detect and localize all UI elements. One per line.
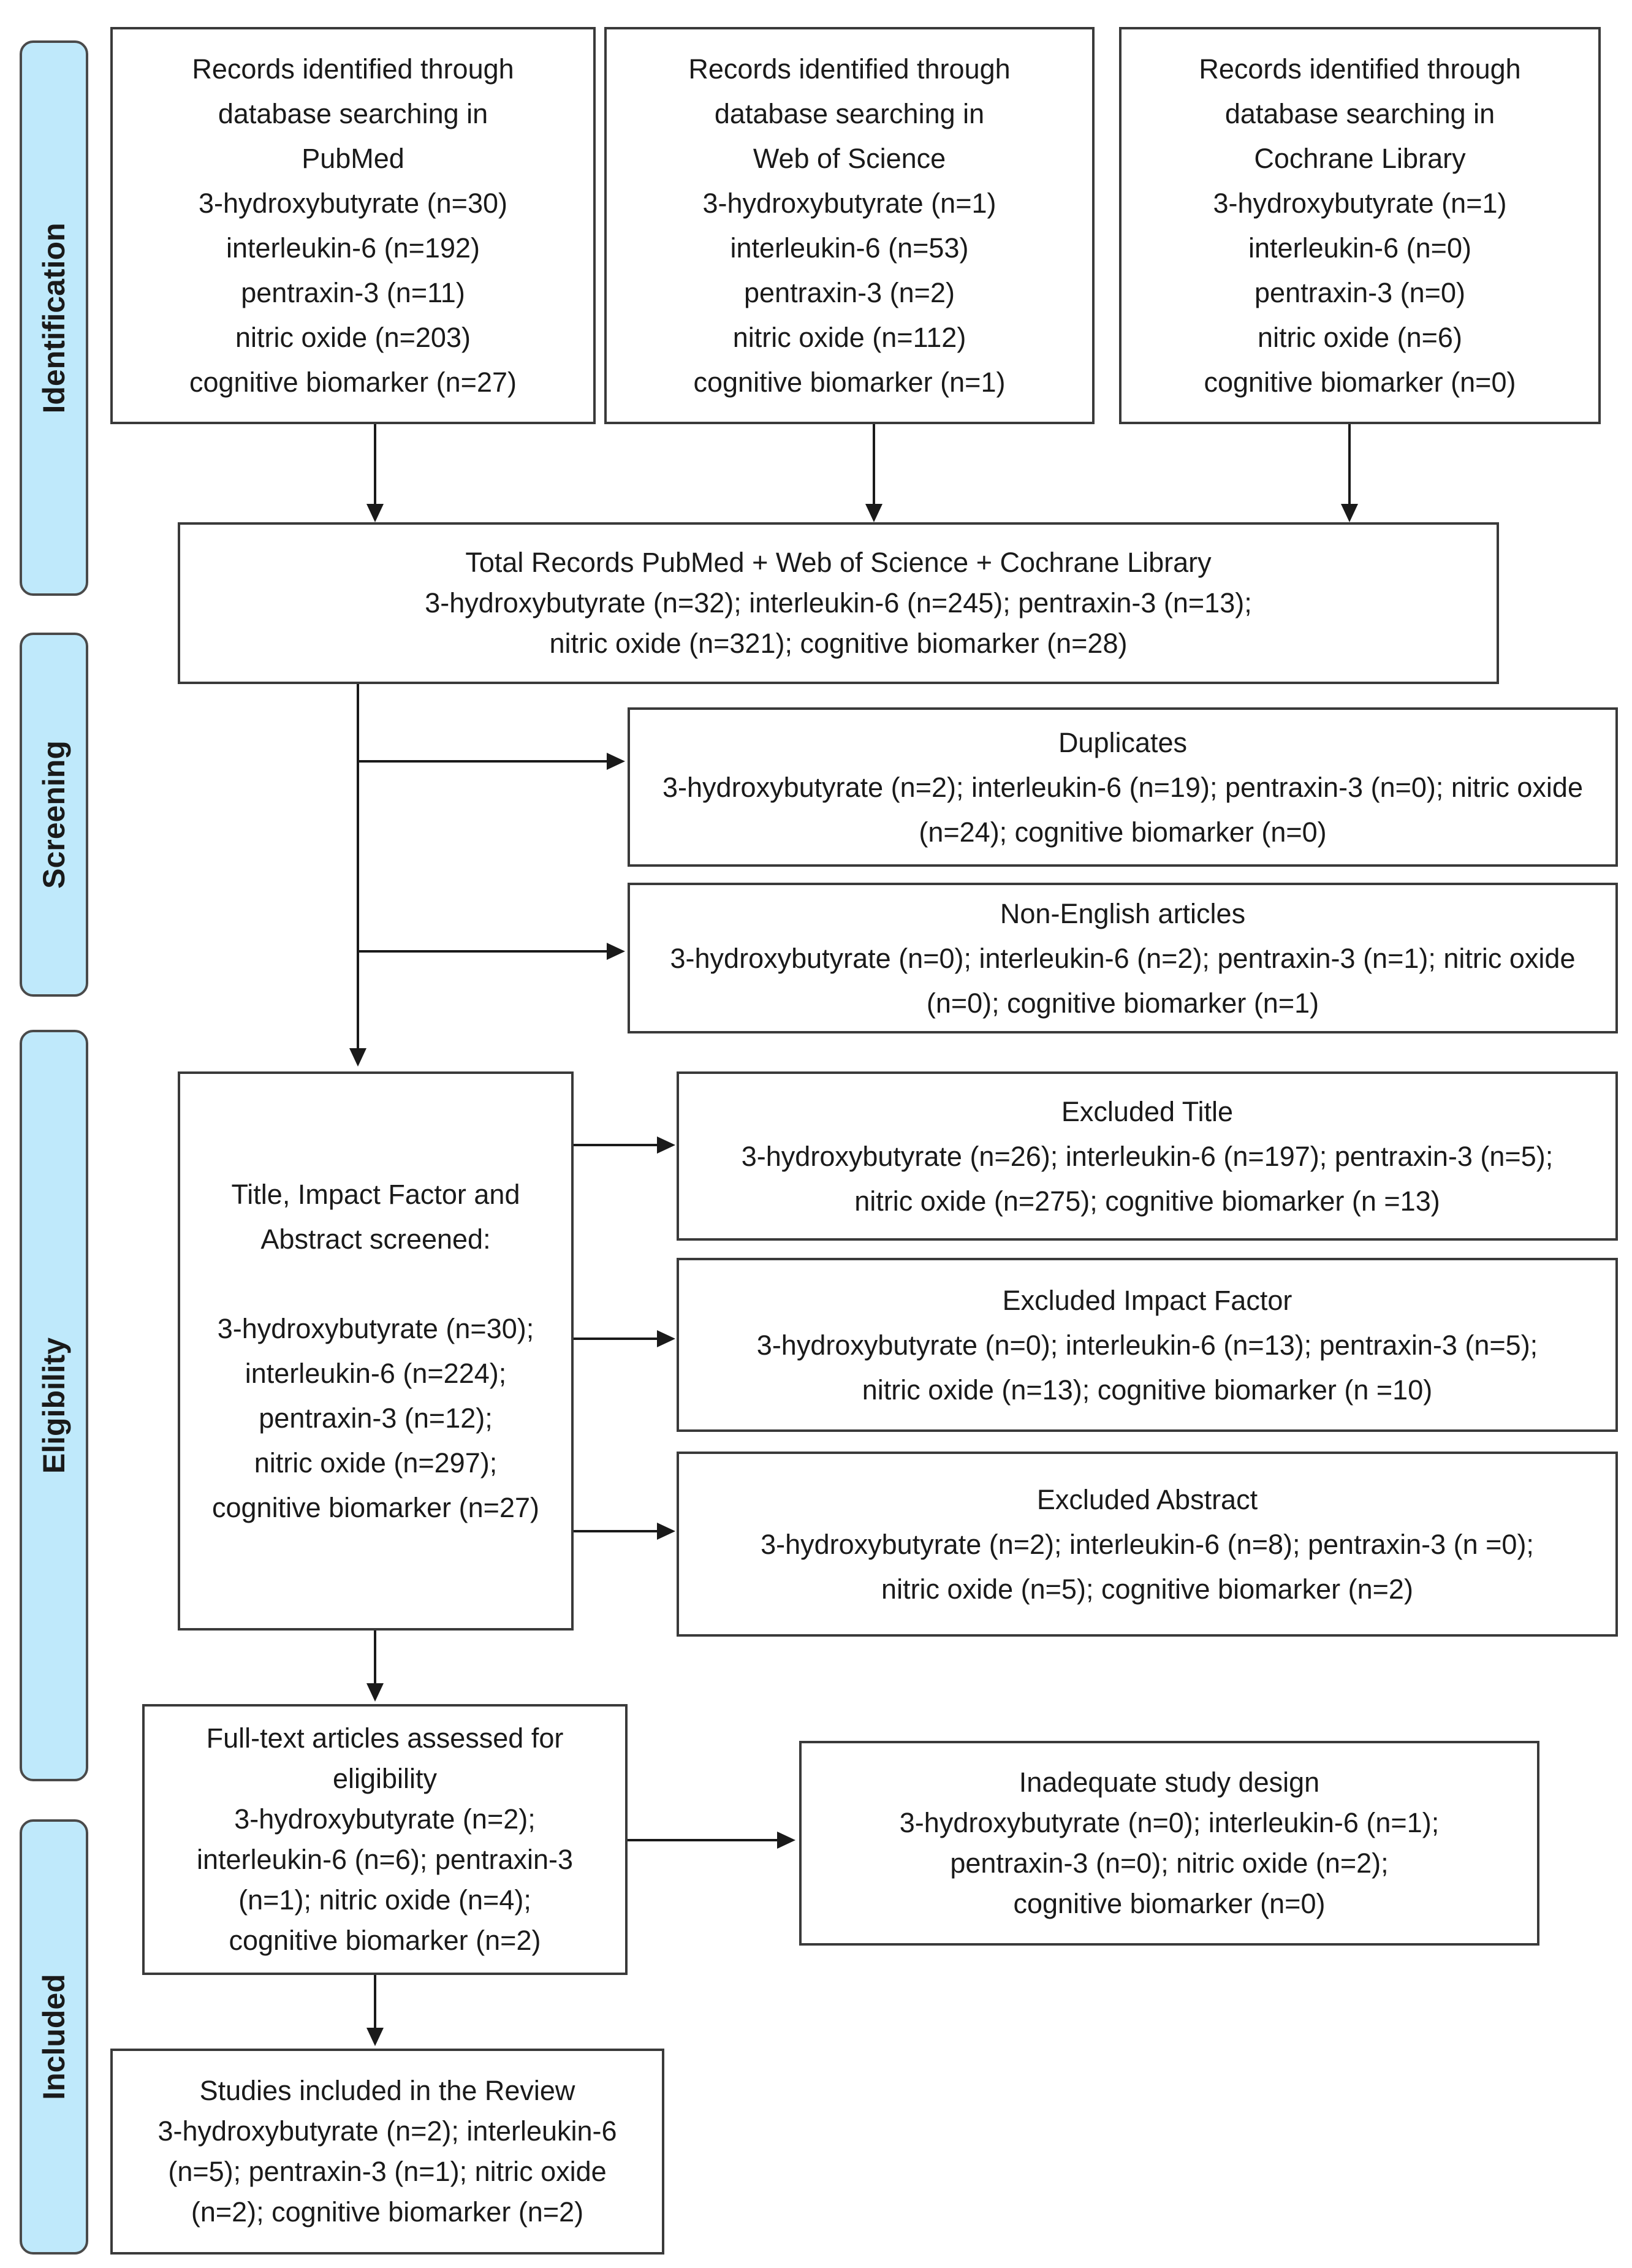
phase-eligibility: Eligibility [20,1030,88,1781]
box-line: database searching in [1224,98,1495,129]
count-line: nitric oxide (n=13); cognitive biomarker… [862,1374,1433,1406]
included-title: Studies included in the Review [199,2075,575,2106]
count-line: 3-hydroxybutyrate (n=30) [198,188,507,219]
count-line: nitric oxide (n=275); cognitive biomarke… [854,1185,1440,1217]
fulltext-title-line: Full-text articles assessed for [206,1722,564,1754]
count-line: interleukin-6 (n=53) [730,232,969,264]
total-title: Total Records PubMed + Web of Science + … [465,547,1212,578]
count-line: interleukin-6 (n=6); pentraxin-3 [196,1844,574,1875]
box-line: PubMed [302,143,404,174]
screened-title-line: Abstract screened: [260,1223,491,1255]
count-line: pentraxin-3 (n=0); nitric oxide (n=2); [950,1848,1389,1879]
duplicates-title: Duplicates [1058,726,1188,758]
phase-screening: Screening [20,633,88,997]
duplicates-counts: 3-hydroxybutyrate (n=2); interleukin-6 (… [662,771,1583,848]
count-line: 3-hydroxybutyrate (n=26); interleukin-6 … [741,1140,1554,1172]
count-line: nitric oxide (n=5); cognitive biomarker … [881,1573,1413,1605]
count-line: 3-hydroxybutyrate (n=1) [1213,188,1507,219]
count-line: interleukin-6 (n=0) [1248,232,1471,264]
non-english-counts: 3-hydroxybutyrate (n=0); interleukin-6 (… [670,942,1576,1019]
included-studies-box: Studies included in the Review 3-hydroxy… [110,2049,664,2255]
box-line: Cochrane Library [1254,143,1466,174]
count-line: nitric oxide (n=112) [732,322,966,353]
inadequate-title: Inadequate study design [1019,1767,1320,1798]
count-line: cognitive biomarker (n=0) [1013,1888,1326,1919]
total-records-box: Total Records PubMed + Web of Science + … [178,522,1499,684]
pubmed-records-box: Records identified through database sear… [110,27,596,424]
count-line: pentraxin-3 (n=12); [259,1402,493,1434]
box-line: Records identified through [688,53,1011,85]
phase-eligibility-label: Eligibility [37,1337,71,1474]
count-line: pentraxin-3 (n=2) [744,277,955,308]
phase-included-label: Included [37,1974,71,2100]
phase-included: Included [20,1819,88,2255]
count-line: 3-hydroxybutyrate (n=1) [702,188,996,219]
non-english-title: Non-English articles [1000,897,1246,929]
excluded-title-box: Excluded Title 3-hydroxybutyrate (n=26);… [677,1071,1618,1241]
screened-title-line: Title, Impact Factor and [231,1179,520,1210]
cochrane-records-box: Records identified through database sear… [1119,27,1601,424]
count-line: pentraxin-3 (n=0) [1254,277,1465,308]
inadequate-design-box: Inadequate study design 3-hydroxybutyrat… [799,1741,1539,1946]
box-line: database searching in [714,98,985,129]
count-line: (n=2); cognitive biomarker (n=2) [191,2196,584,2228]
box-line: Records identified through [192,53,514,85]
excluded-abstract-heading: Excluded Abstract [1036,1483,1258,1515]
screened-box: Title, Impact Factor and Abstract screen… [178,1071,574,1631]
total-counts-line: 3-hydroxybutyrate (n=32); interleukin-6 … [425,587,1252,618]
phase-identification-label: Identification [37,223,71,414]
fulltext-title-line: eligibility [332,1763,438,1794]
non-english-box: Non-English articles 3-hydroxybutyrate (… [628,883,1618,1033]
count-line: pentraxin-3 (n=11) [241,277,465,308]
count-line: cognitive biomarker (n=27) [189,367,517,398]
count-line: 3-hydroxybutyrate (n=2); [234,1803,536,1835]
count-line: nitric oxide (n=6) [1258,322,1462,353]
count-line: (n=5); pentraxin-3 (n=1); nitric oxide [168,2156,607,2187]
excluded-impact-heading: Excluded Impact Factor [1002,1284,1292,1316]
excluded-title-heading: Excluded Title [1061,1095,1234,1127]
wos-records-box: Records identified through database sear… [604,27,1095,424]
count-line: (n=1); nitric oxide (n=4); [238,1884,531,1916]
excluded-impact-box: Excluded Impact Factor 3-hydroxybutyrate… [677,1258,1618,1432]
count-line: 3-hydroxybutyrate (n=2); interleukin-6 [158,2115,617,2147]
box-line: Records identified through [1199,53,1521,85]
count-line: cognitive biomarker (n=27) [211,1492,539,1523]
excluded-abstract-box: Excluded Abstract 3-hydroxybutyrate (n=2… [677,1452,1618,1637]
count-line: 3-hydroxybutyrate (n=0); interleukin-6 (… [899,1807,1440,1838]
box-line: Web of Science [753,143,946,174]
count-line: cognitive biomarker (n=0) [1204,367,1516,398]
count-line: nitric oxide (n=297); [254,1447,498,1478]
count-line: cognitive biomarker (n=1) [693,367,1006,398]
count-line: interleukin-6 (n=192) [226,232,480,264]
phase-identification: Identification [20,40,88,596]
count-line: cognitive biomarker (n=2) [229,1925,541,1956]
count-line: interleukin-6 (n=224); [245,1358,507,1389]
count-line: 3-hydroxybutyrate (n=2); interleukin-6 (… [761,1528,1534,1560]
duplicates-box: Duplicates 3-hydroxybutyrate (n=2); inte… [628,707,1618,867]
fulltext-box: Full-text articles assessed for eligibil… [142,1704,628,1975]
total-counts-line: nitric oxide (n=321); cognitive biomarke… [549,628,1128,659]
count-line: 3-hydroxybutyrate (n=0); interleukin-6 (… [756,1329,1538,1361]
phase-screening-label: Screening [37,740,71,889]
box-line: database searching in [218,98,488,129]
count-line: 3-hydroxybutyrate (n=30); [217,1313,534,1344]
count-line: nitric oxide (n=203) [235,322,471,353]
